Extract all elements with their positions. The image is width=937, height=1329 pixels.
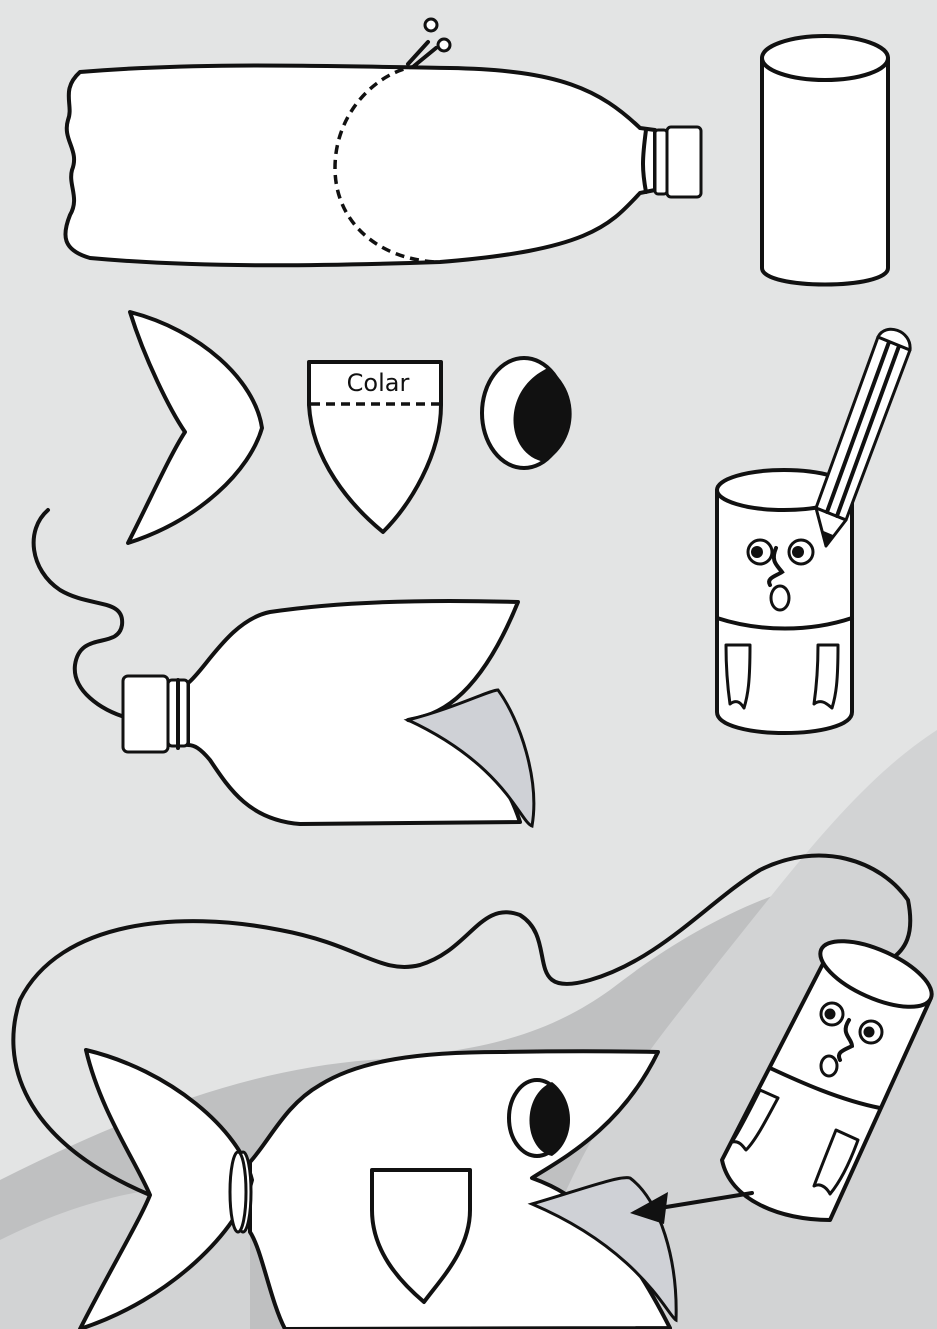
pencil-icon xyxy=(816,329,910,546)
glue-flap-piece: Colar xyxy=(309,362,441,532)
cardboard-tube xyxy=(762,36,888,285)
tail-fin-piece xyxy=(128,312,262,543)
cut-bottle-with-string xyxy=(34,510,534,826)
scissors-icon xyxy=(408,19,450,66)
glue-flap-label: Colar xyxy=(347,369,410,397)
eye-piece xyxy=(482,358,572,468)
bottle-with-cut-line xyxy=(65,66,701,266)
